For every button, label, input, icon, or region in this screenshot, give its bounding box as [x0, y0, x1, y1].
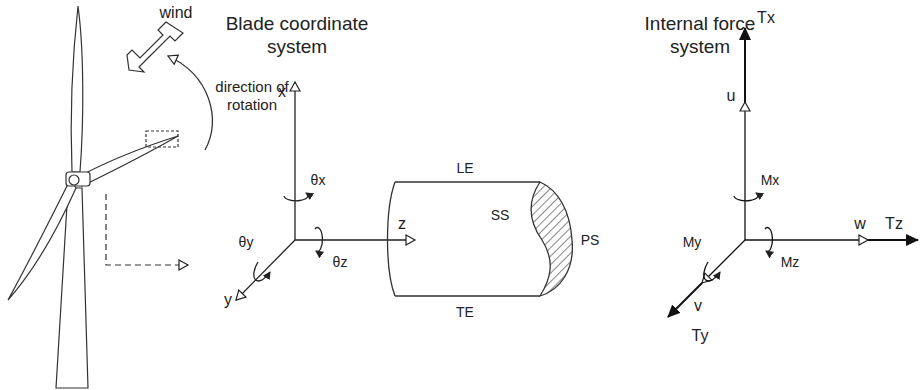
axis-label: x: [278, 82, 286, 101]
force-label: Ty: [692, 326, 709, 345]
axis-label: w: [854, 214, 866, 233]
blade-section: [388, 182, 573, 296]
surface-label: SS: [491, 207, 510, 224]
moment-label: Mz: [781, 254, 800, 271]
axis-label: z: [398, 214, 406, 233]
rotation-label: θy: [239, 234, 254, 251]
section-heading: Internal force system: [633, 13, 768, 59]
section-heading: Blade coordinate system: [215, 13, 380, 59]
rotation-label: θz: [333, 254, 348, 271]
view-pointer: [106, 194, 188, 265]
wind-turbine: [8, 6, 178, 388]
force-label: Tz: [885, 214, 903, 233]
surface-label: PS: [581, 232, 600, 249]
blade-axes: [236, 82, 415, 300]
axis-label: u: [727, 86, 736, 105]
wind-label: wind: [160, 3, 193, 22]
moment-label: Mx: [761, 172, 780, 189]
rotation-arrow: [168, 56, 212, 150]
edge-label: TE: [456, 304, 474, 321]
force-label: Tx: [757, 8, 775, 27]
rotation-label: θx: [311, 172, 326, 189]
axis-label: y: [224, 290, 232, 309]
edge-label: LE: [456, 160, 473, 177]
moment-label: My: [683, 234, 702, 251]
axis-label: v: [694, 296, 702, 315]
force-axes: [668, 28, 918, 317]
wind-arrow: [127, 22, 183, 72]
